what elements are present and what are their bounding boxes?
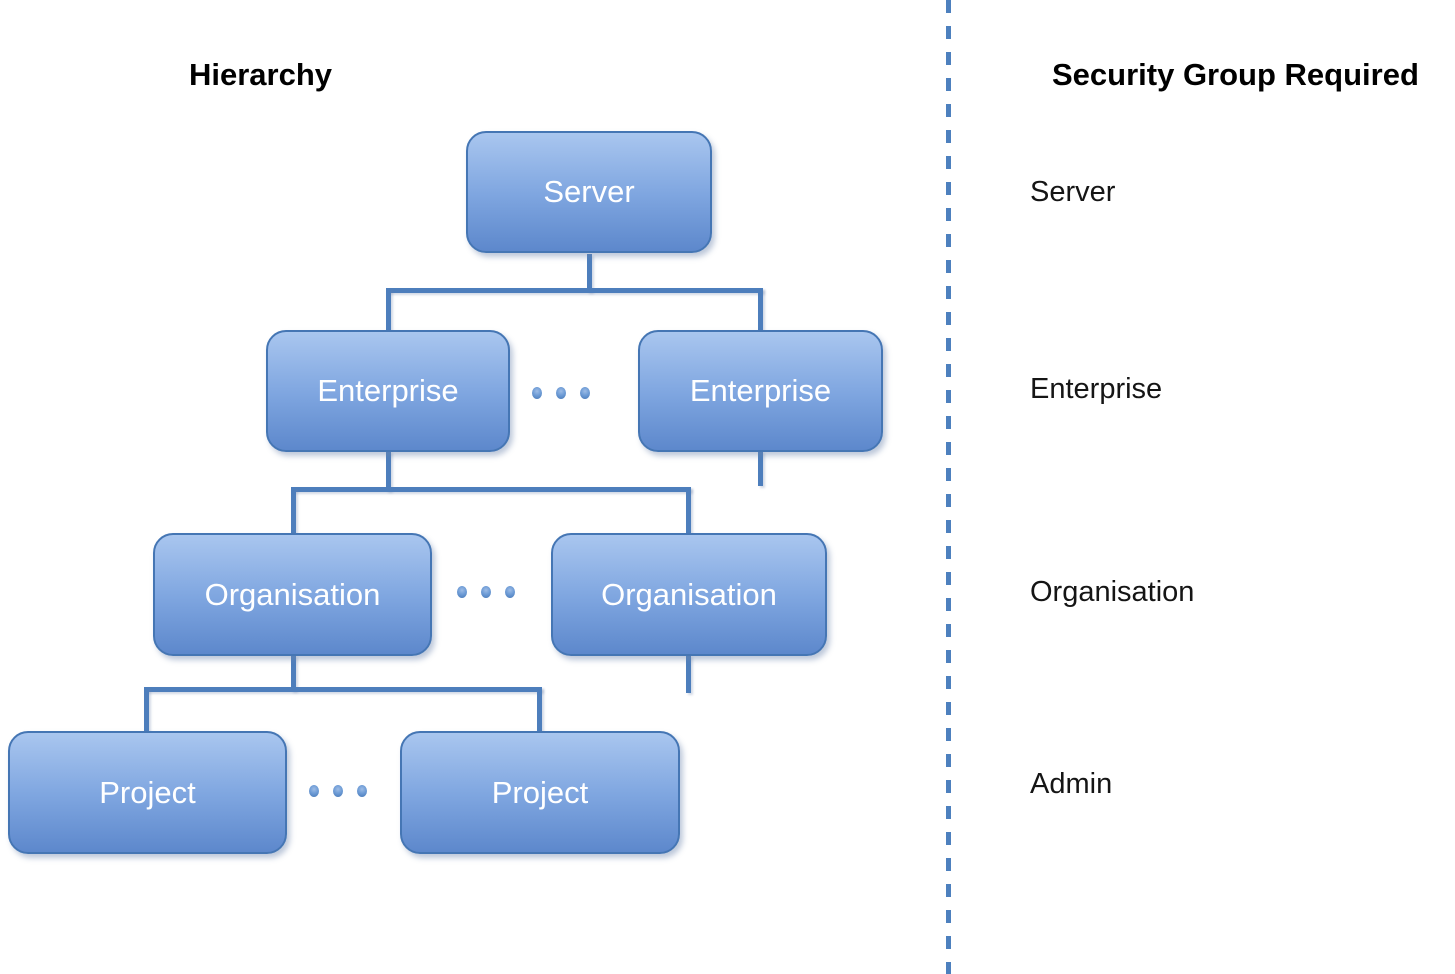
ellipsis-dot-icon <box>481 586 491 598</box>
security-label-admin: Admin <box>1030 768 1113 800</box>
connector-enterprise-stem <box>386 451 391 491</box>
node-enterprise-2-label: Enterprise <box>689 373 832 408</box>
node-project-2-label: Project <box>491 774 589 810</box>
connector-drop-project-1 <box>144 687 149 732</box>
node-enterprise-1-label: Enterprise <box>317 373 459 408</box>
node-organisation-2: Organisation <box>551 533 827 656</box>
node-project-1: Project <box>8 731 287 854</box>
ellipsis-dot-icon <box>505 586 515 598</box>
connector-drop-enterprise-1 <box>386 288 391 332</box>
hierarchy-title: Hierarchy <box>189 57 333 92</box>
node-enterprise-1: Enterprise <box>266 330 510 452</box>
connector-enterprise-horizontal <box>291 487 691 492</box>
security-label-organisation: Organisation <box>1030 576 1195 608</box>
node-organisation-1-label: Organisation <box>204 576 381 612</box>
ellipsis-organisation-row <box>457 586 515 598</box>
ellipsis-dot-icon <box>357 785 367 797</box>
connector-stub-enterprise-2 <box>758 451 763 486</box>
node-organisation-1: Organisation <box>153 533 432 656</box>
connector-organisation-horizontal <box>144 687 542 692</box>
node-project-1-label: Project <box>99 774 196 810</box>
connector-organisation-stem <box>291 655 296 691</box>
connector-drop-enterprise-2 <box>758 288 763 332</box>
node-server-label: Server <box>543 174 635 209</box>
node-organisation-2-label: Organisation <box>601 576 777 612</box>
security-group-required-title: Security Group Required <box>1052 57 1419 92</box>
ellipsis-dot-icon <box>532 387 542 399</box>
node-project-2: Project <box>400 731 680 854</box>
ellipsis-dot-icon <box>333 785 343 797</box>
ellipsis-dot-icon <box>457 586 467 598</box>
connector-server-stem <box>587 254 592 292</box>
dashed-divider <box>946 0 951 974</box>
connector-stub-organisation-2 <box>686 655 691 693</box>
node-server: Server <box>466 131 712 253</box>
ellipsis-dot-icon <box>309 785 319 797</box>
security-label-server: Server <box>1030 176 1116 208</box>
node-enterprise-2: Enterprise <box>638 330 883 452</box>
ellipsis-dot-icon <box>580 387 590 399</box>
connector-drop-organisation-2 <box>686 487 691 535</box>
connector-drop-project-2 <box>537 687 542 732</box>
connector-server-horizontal <box>386 288 763 293</box>
ellipsis-project-row <box>309 785 367 797</box>
security-label-enterprise: Enterprise <box>1030 373 1163 405</box>
ellipsis-dot-icon <box>556 387 566 399</box>
connector-drop-organisation-1 <box>291 487 296 535</box>
ellipsis-enterprise-row <box>532 387 590 399</box>
